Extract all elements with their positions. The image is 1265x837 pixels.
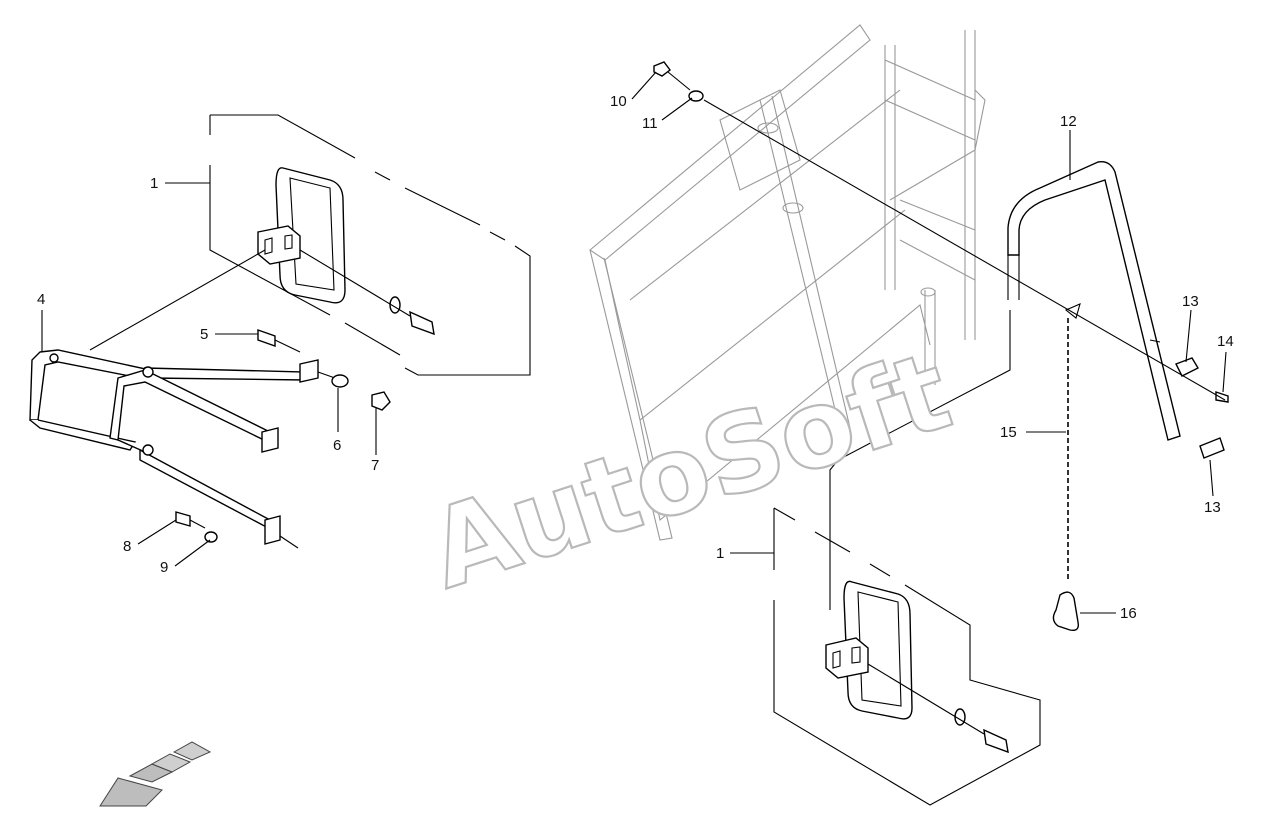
callout-9: 9	[160, 559, 168, 576]
callout-13-bottom: 13	[1204, 499, 1221, 516]
callout-16: 16	[1120, 605, 1137, 622]
callout-15: 15	[1000, 424, 1017, 441]
fasteners-left	[175, 329, 391, 543]
callout-11: 11	[642, 115, 658, 132]
chain	[1052, 303, 1081, 632]
callout-6: 6	[333, 437, 341, 454]
callout-1-left: 1	[150, 175, 158, 192]
mirror-assembly-left	[89, 114, 531, 376]
direction-arrow-icon	[99, 741, 212, 807]
nut-washer-top	[653, 61, 1226, 401]
callout-1-right: 1	[716, 545, 724, 562]
grab-handle	[1007, 161, 1181, 441]
callout-14: 14	[1217, 333, 1234, 350]
callout-8: 8	[123, 538, 131, 555]
cab-frame	[589, 24, 986, 541]
callout-10: 10	[610, 93, 627, 110]
callout-leaders	[41, 71, 1227, 614]
callout-5: 5	[200, 326, 208, 343]
callout-12: 12	[1060, 113, 1077, 130]
mirror-assembly-right	[773, 310, 1041, 806]
mirror-bracket-frame	[29, 349, 336, 549]
clamps	[1175, 357, 1229, 459]
callout-13-top: 13	[1182, 293, 1199, 310]
callout-7: 7	[371, 457, 379, 474]
callout-4: 4	[37, 291, 45, 308]
